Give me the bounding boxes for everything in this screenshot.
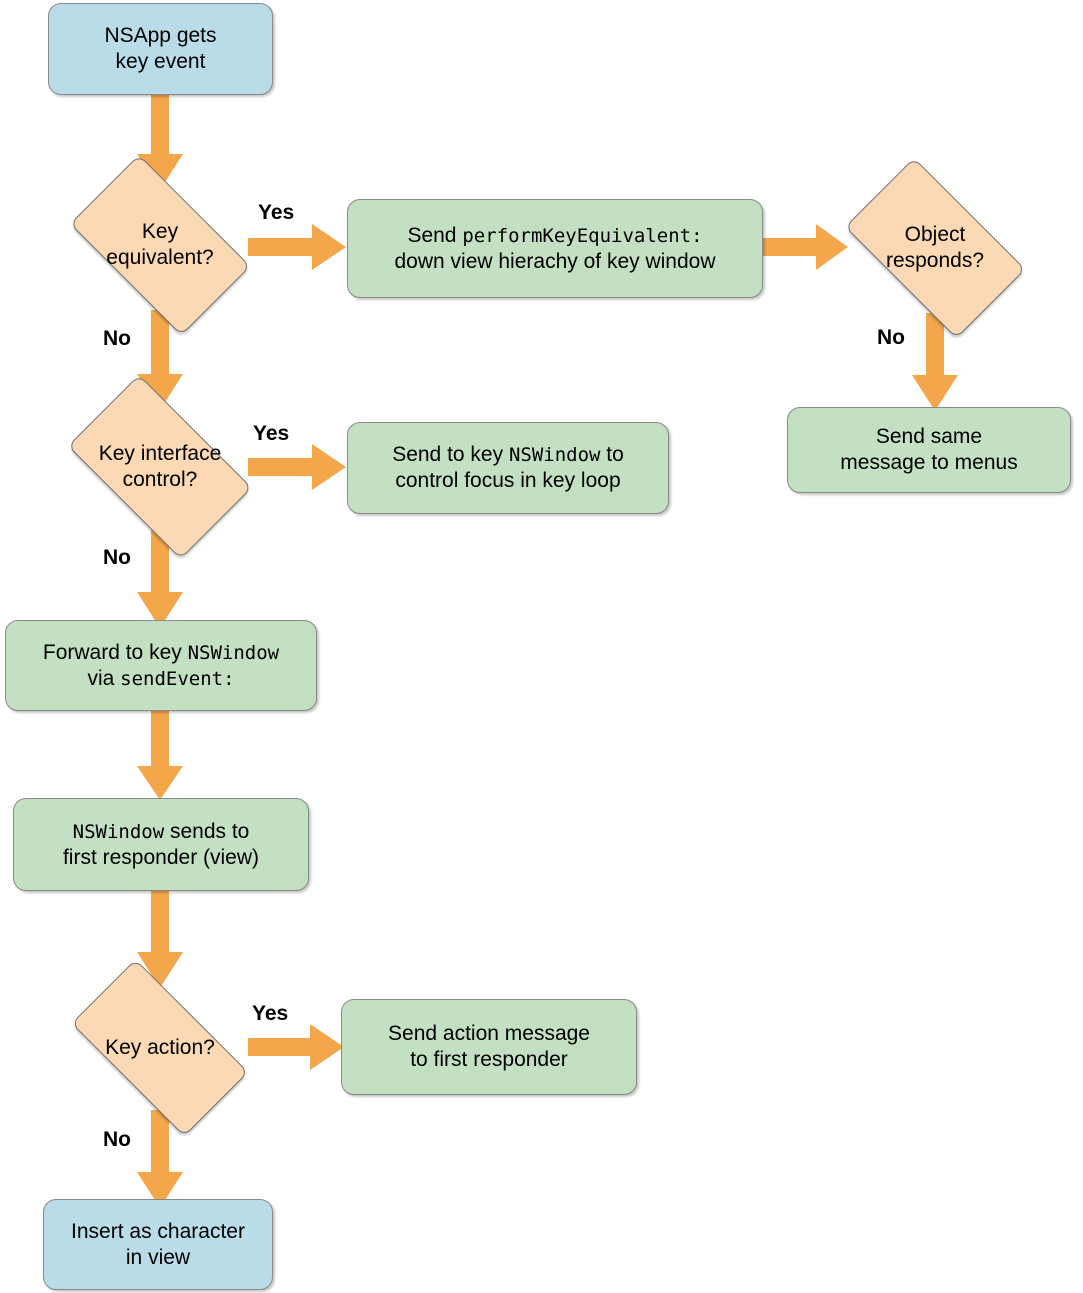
node-send-to-key-line1: Send to key NSWindow to	[392, 442, 624, 468]
nswindow-class-name: NSWindow	[508, 444, 601, 467]
nswindow-class-name: NSWindow	[187, 641, 280, 664]
node-key-equivalent-line2: equivalent?	[106, 246, 214, 269]
sends-to-text: sends to	[164, 819, 250, 843]
node-insert-line2: in view	[125, 1245, 191, 1269]
node-send-same-line1: Send same	[875, 425, 983, 449]
node-start-line1: NSApp gets	[104, 24, 217, 48]
node-send-action-line2: to first responder	[410, 1048, 568, 1071]
send-text: Send	[407, 223, 463, 247]
perform-key-equivalent-selector: performKeyEquivalent:	[462, 224, 703, 247]
node-insert-as-character: Insert as character in view	[43, 1199, 273, 1290]
edge-label-yes-key-interface-control: Yes	[253, 422, 290, 445]
node-send-same-line2: message to menus	[840, 451, 1018, 474]
edge-label-no-key-action: No	[103, 1128, 131, 1151]
node-key-interface-control-line2: control?	[122, 468, 198, 491]
node-send-perform-line2: down view hierachy of key window	[394, 249, 716, 273]
via-text: via	[87, 666, 121, 690]
nswindow-class-name: NSWindow	[72, 820, 165, 843]
node-send-to-key-nswindow: Send to key NSWindow to control focus in…	[347, 422, 669, 514]
node-forward-line1: Forward to key NSWindow	[43, 640, 279, 666]
node-key-equivalent-line1: Key	[141, 220, 179, 244]
node-insert-line1: Insert as character	[71, 1219, 245, 1243]
node-key-action-line1: Key action?	[105, 1036, 215, 1060]
arrow-key-interface-control-no	[137, 530, 183, 628]
node-object-responds-line1: Object	[904, 223, 966, 247]
arrow-key-action-yes	[248, 1024, 344, 1070]
send-to-key-text: Send to key	[392, 443, 509, 467]
node-send-perform-key-equivalent: Send performKeyEquivalent: down view hie…	[347, 199, 763, 298]
node-send-to-key-line2: control focus in key loop	[395, 469, 621, 492]
node-send-action-line1: Send action message	[388, 1022, 590, 1046]
arrow-nswindow-sends-to-key-action	[137, 890, 183, 988]
node-nswindow-sends-line2: first responder (view)	[62, 845, 260, 869]
edge-label-yes-key-action: Yes	[252, 1002, 289, 1025]
node-key-interface-control: Key interface control?	[48, 374, 272, 560]
arrow-perform-to-object-responds	[762, 224, 848, 270]
send-event-selector: sendEvent:	[120, 667, 235, 690]
edge-label-no-object-responds: No	[877, 326, 905, 349]
node-send-same-message-to-menus: Send same message to menus	[787, 407, 1071, 493]
to-text: to	[600, 443, 624, 467]
arrow-key-equivalent-yes	[248, 224, 346, 270]
node-start: NSApp gets key event	[48, 3, 273, 95]
forward-text: Forward to key	[42, 640, 188, 664]
edge-label-no-key-interface-control: No	[103, 546, 131, 569]
arrow-forward-to-nswindow-sends	[137, 710, 183, 800]
node-send-perform-line1: Send performKeyEquivalent:	[395, 223, 716, 249]
edge-label-no-key-equivalent: No	[103, 327, 131, 350]
node-object-responds: Object responds?	[825, 157, 1045, 339]
edge-label-yes-key-equivalent: Yes	[258, 201, 295, 224]
arrow-key-interface-control-yes	[248, 444, 346, 490]
arrow-key-action-no	[137, 1110, 183, 1208]
node-object-responds-line2: responds?	[885, 249, 985, 272]
node-forward-to-key-nswindow: Forward to key NSWindow via sendEvent:	[5, 620, 317, 711]
node-key-action: Key action?	[48, 959, 272, 1137]
node-nswindow-sends-first-responder: NSWindow sends to first responder (view)	[13, 798, 309, 891]
node-key-interface-control-line1: Key interface	[98, 442, 222, 466]
node-key-equivalent: Key equivalent?	[50, 154, 270, 336]
node-forward-line2: via sendEvent:	[43, 666, 279, 692]
node-send-action-message: Send action message to first responder	[341, 999, 637, 1095]
node-nswindow-sends-line1: NSWindow sends to	[63, 819, 259, 845]
node-start-line2: key event	[115, 50, 206, 73]
arrow-object-responds-no	[912, 313, 958, 411]
